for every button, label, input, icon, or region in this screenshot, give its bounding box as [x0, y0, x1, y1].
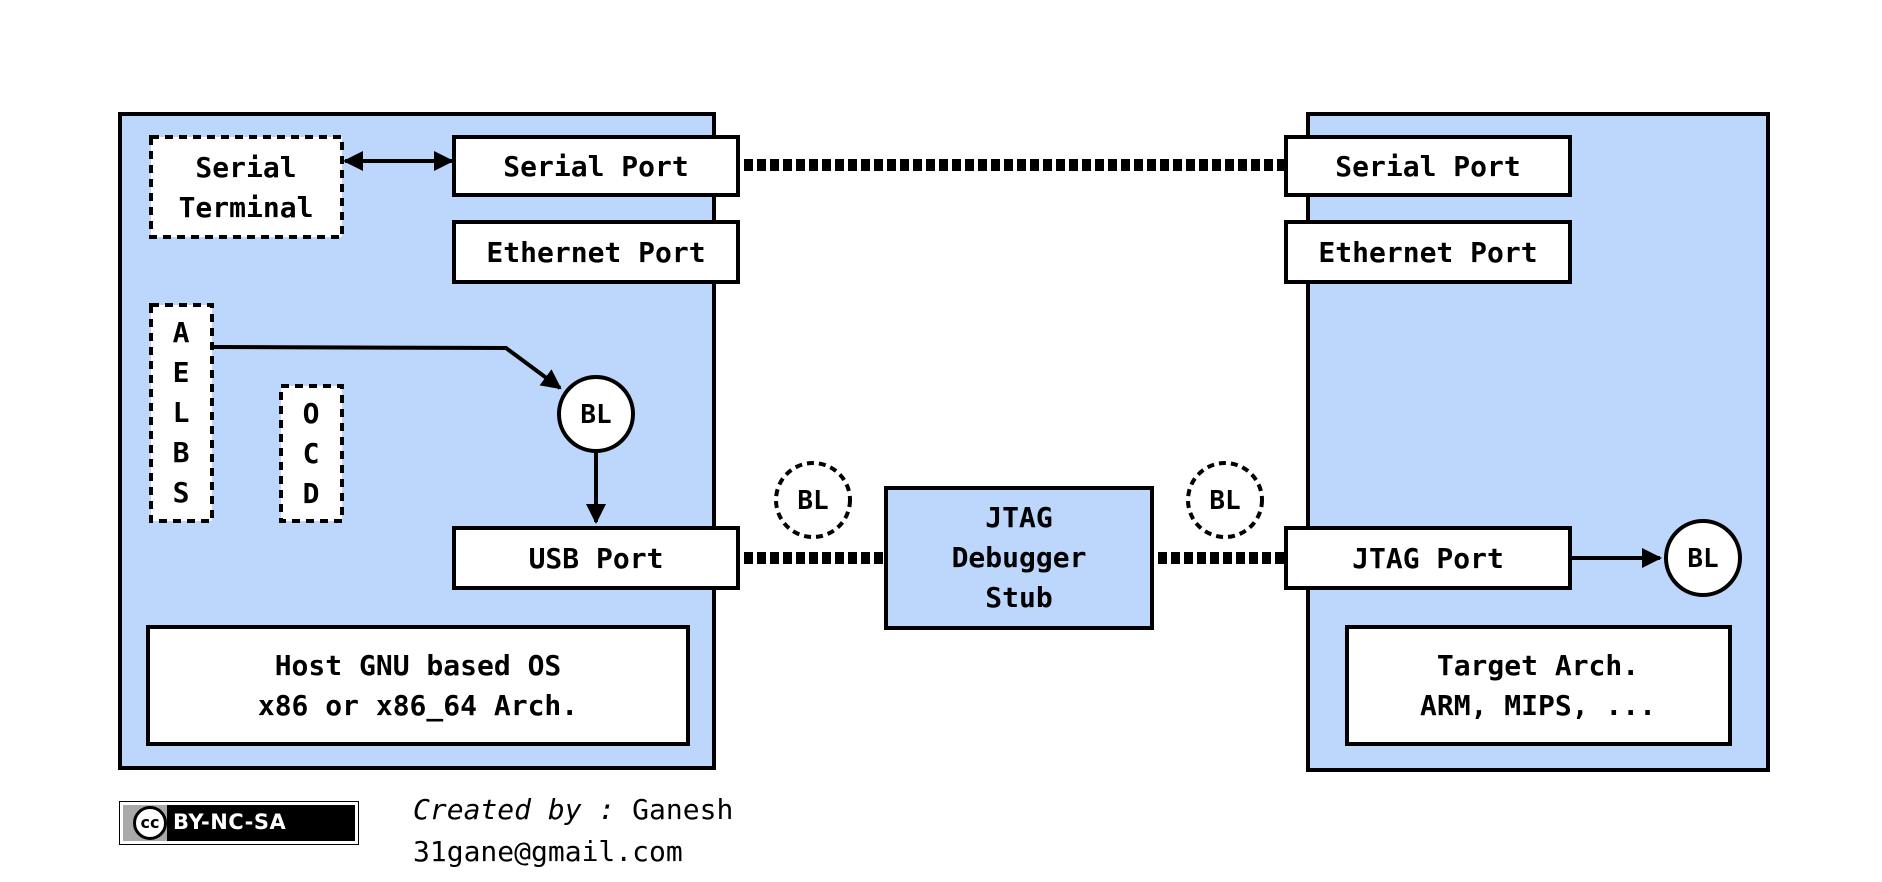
- aelbs-box: [149, 303, 214, 523]
- host-serial-port-box: [452, 135, 740, 197]
- aelbs-letter: A: [173, 316, 190, 349]
- jtag-debugger-stub-box: [884, 486, 1154, 630]
- target-arch-line2: ARM, MIPS, ...: [1420, 689, 1656, 722]
- target-bootloader-circle: [1664, 519, 1742, 597]
- host-os-line2: x86 or x86_64 Arch.: [258, 689, 578, 722]
- target-bootloader-label: BL: [1687, 544, 1718, 574]
- target-arch-box: [1345, 625, 1732, 746]
- host-serial-port-label: Serial Port: [503, 150, 688, 183]
- ocd-box: [279, 384, 344, 523]
- ocd-label: OCD: [303, 397, 320, 510]
- target-jtag-port-label: JTAG Port: [1352, 542, 1504, 575]
- aelbs-to-bootloader-arrow: [211, 345, 562, 390]
- aelbs-letter: B: [173, 436, 190, 469]
- host-os-box: [146, 625, 690, 746]
- target-arch-line1: Target Arch.: [1437, 649, 1639, 682]
- host-os-line1: Host GNU based OS: [275, 649, 562, 682]
- ocd-letter: O: [303, 397, 320, 430]
- host-ethernet-port-label: Ethernet Port: [486, 236, 705, 269]
- optional-bootloader-left-label: BL: [797, 486, 828, 516]
- credit-line: Created by : Ganesh: [413, 793, 733, 826]
- target-serial-port-box: [1284, 135, 1572, 197]
- optional-bootloader-right-label: BL: [1209, 486, 1240, 516]
- license-label: BY-NC-SA: [173, 810, 287, 834]
- aelbs-letter: L: [173, 396, 190, 429]
- host-bootloader-label: BL: [580, 400, 611, 430]
- target-serial-port-label: Serial Port: [1335, 150, 1520, 183]
- ocd-letter: C: [303, 437, 320, 470]
- target-ethernet-port-label: Ethernet Port: [1318, 236, 1537, 269]
- host-ethernet-port-box: [452, 220, 740, 284]
- serial-terminal-box: [149, 135, 344, 239]
- author-email: 31gane@gmail.com: [413, 835, 683, 868]
- target-jtag-port-box: [1284, 526, 1572, 590]
- created-by-label: Created by :: [413, 793, 616, 826]
- usb-port-label: USB Port: [529, 542, 664, 575]
- optional-bootloader-left-circle: [774, 461, 852, 539]
- jtag-stub-line2: Debugger: [952, 541, 1087, 574]
- aelbs-letter: E: [173, 356, 190, 389]
- ocd-letter: D: [303, 477, 320, 510]
- cc-icon: cc: [133, 806, 167, 840]
- jtag-stub-line3: Stub: [985, 581, 1052, 614]
- target-ethernet-port-box: [1284, 220, 1572, 284]
- serial-terminal-label-line2: Terminal: [179, 191, 314, 224]
- usb-port-box: [452, 526, 740, 590]
- jtag-stub-line1: JTAG: [985, 501, 1052, 534]
- author-name: Ganesh: [632, 793, 734, 826]
- serial-terminal-label-line1: Serial: [195, 151, 296, 184]
- aelbs-letter: S: [173, 476, 190, 509]
- cc-license-badge: cc BY-NC-SA: [119, 801, 359, 845]
- optional-bootloader-right-circle: [1186, 461, 1264, 539]
